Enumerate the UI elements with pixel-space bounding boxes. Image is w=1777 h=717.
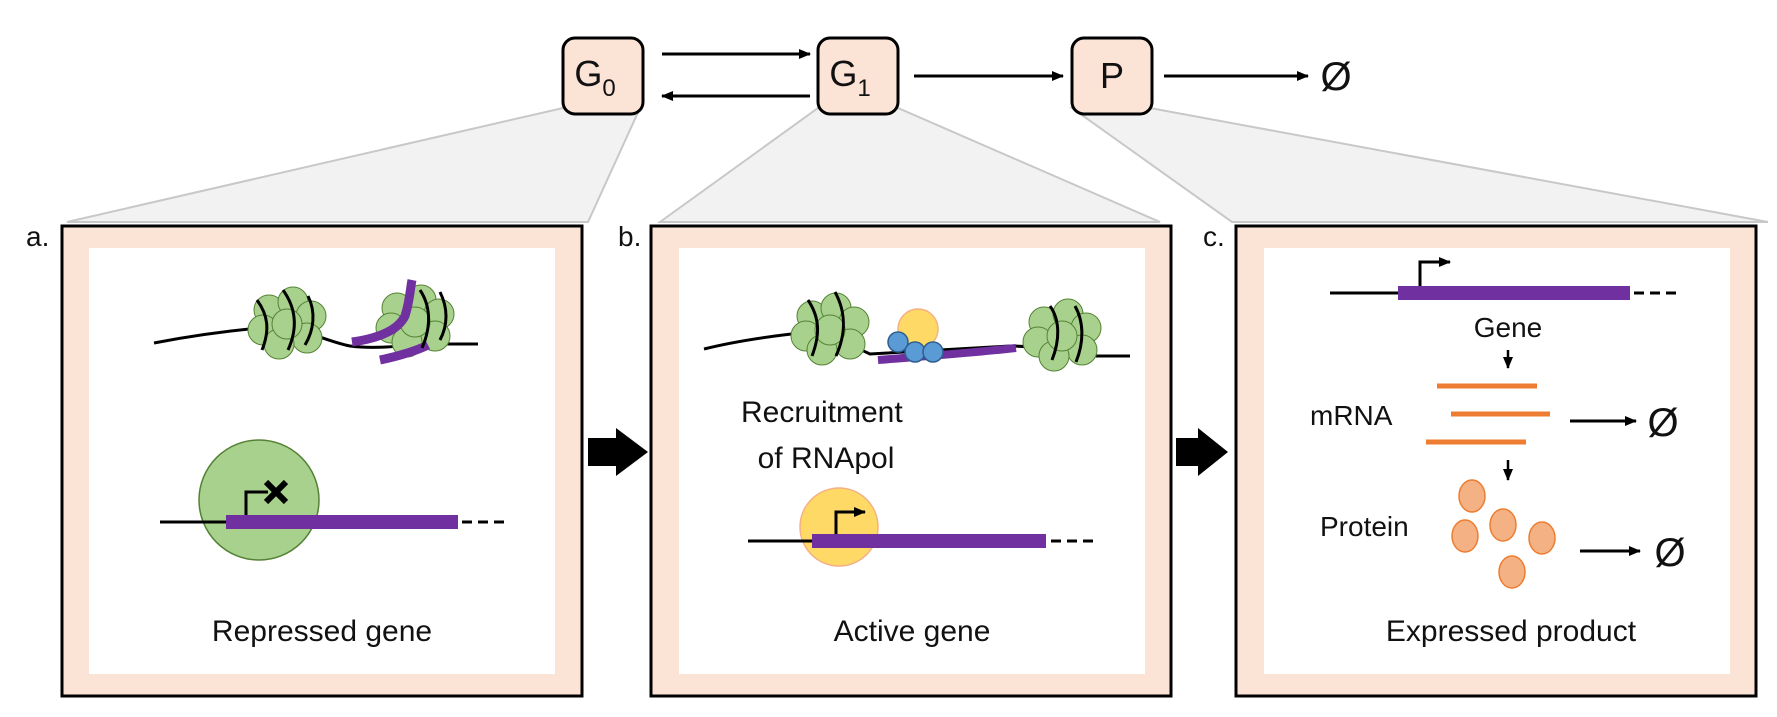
gene-bar [812, 534, 1046, 548]
panel-a-caption: Repressed gene [212, 615, 432, 648]
protein-label: Protein [1320, 511, 1409, 542]
promoter-arrow-icon [1418, 257, 1451, 286]
protein-molecules [1451, 479, 1556, 589]
svg-text:G0: G0 [574, 53, 615, 102]
gene-bar [226, 515, 458, 529]
panel-c-caption: Expressed product [1386, 615, 1637, 648]
gene-label: Gene [1474, 312, 1543, 343]
state-p-label: P [1100, 55, 1124, 96]
activator-protein [922, 341, 944, 363]
promoter-arrow-icon [834, 507, 866, 534]
transition-arrow-b-c [1176, 428, 1228, 476]
state-g1: G1 [816, 36, 900, 116]
repressor-protein [198, 439, 320, 561]
gene-bar [1398, 286, 1630, 300]
state-g0-label: G [574, 53, 602, 94]
state-g1-subscript: 1 [857, 75, 870, 102]
panel-b-caption: Active gene [834, 615, 991, 648]
zoom-wedge-c [1068, 107, 1769, 223]
mrna-label: mRNA [1310, 400, 1393, 431]
gene-segment [877, 344, 1017, 364]
panel-b-chromatin [703, 291, 1130, 372]
state-g0: G0 [561, 36, 645, 116]
panel-b-gene [748, 487, 1093, 567]
transition-arrow-a-b [588, 428, 648, 476]
panel-b-note-line1: Recruitment [741, 396, 903, 429]
activator-protein [887, 331, 909, 353]
zoom-wedge-b [656, 107, 1161, 223]
gene-segment [351, 279, 417, 347]
promoter-arrow-icon [244, 490, 268, 515]
state-g0-subscript: 0 [602, 75, 615, 102]
panel-a [60, 224, 584, 698]
panel-a-chromatin [153, 279, 478, 365]
panel-c-letter: c. [1203, 221, 1225, 252]
zoom-wedge-a [66, 107, 642, 223]
null-symbol-protein: Ø [1654, 531, 1685, 575]
panel-c-gene [1330, 257, 1676, 300]
mrna-strands [1426, 383, 1550, 445]
panel-b-note: Recruitment of RNApol [741, 396, 911, 475]
blocked-x-icon [263, 479, 289, 505]
state-p: P [1070, 36, 1154, 116]
svg-text:G1: G1 [829, 53, 870, 102]
null-symbol-top: Ø [1320, 55, 1351, 99]
null-symbol-mrna: Ø [1647, 401, 1678, 445]
activator-protein [904, 341, 926, 363]
panel-a-gene [160, 439, 506, 561]
panel-b-note-line2: of RNApol [758, 442, 895, 475]
state-g1-label: G [829, 53, 857, 94]
panel-c [1234, 224, 1758, 698]
gene-segment [379, 340, 431, 365]
panel-b-letter: b. [618, 221, 641, 252]
rna-polymerase [799, 487, 879, 567]
panel-a-letter: a. [26, 221, 49, 252]
